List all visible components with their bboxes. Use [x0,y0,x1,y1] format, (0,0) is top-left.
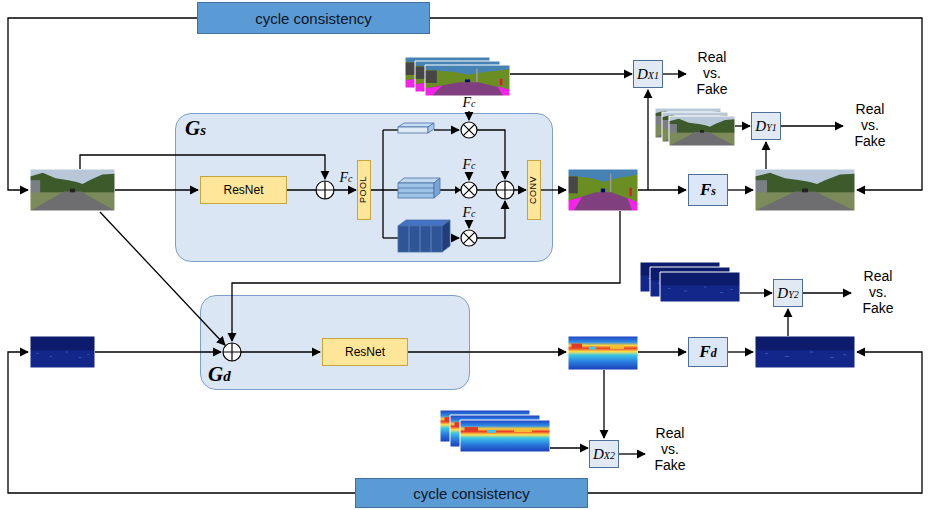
image-panels [425,65,510,96]
layer-text: CONV [529,176,539,204]
mapping-box: Fs [688,174,728,206]
label-holder: Fc [462,203,475,221]
output-label: Real vs. Fake [857,268,899,316]
cycle-band: cycle consistency [355,478,588,508]
image-panels [755,336,855,368]
label-holder: Fc [462,93,475,111]
image-panels [669,116,735,146]
image-panels [568,169,638,211]
generator-group: Gd ResNet [200,295,470,390]
flow-line [8,18,922,493]
box-text: Fd [699,342,716,362]
discriminator-box: DX1 [633,60,663,88]
image-panels [30,336,95,368]
box-text: DX2 [593,446,615,463]
function-label: Fc [462,95,475,111]
flow-line [728,189,753,190]
label-holder: Real vs. Fake [691,49,733,98]
output-label: Real vs. Fake [649,425,691,473]
block-text: ResNet [223,183,263,197]
flow-line [638,351,686,352]
box-text: DY2 [777,285,798,302]
label-holder: Real vs. Fake [857,268,899,317]
conv-layer: CONV [527,160,541,220]
label-holder: Real vs. Fake [649,425,691,474]
image-panels [30,57,855,452]
flow-line [765,142,766,169]
image-panels [568,336,638,370]
flow-line [740,292,772,293]
flow-line [735,125,750,126]
output-label: Real vs. Fake [849,101,891,149]
flow-line [550,447,588,448]
flow-line [787,309,788,336]
band-text: cycle consistency [255,10,372,27]
discriminator-box: DY2 [773,279,803,307]
image-panels [660,272,740,302]
flow-line [662,73,686,74]
flow-line [8,18,197,190]
discriminator-box: DY1 [751,112,781,140]
mapping-box: Fd [688,337,728,367]
block-text: ResNet [345,345,385,359]
resnet-block: ResNet [200,176,287,204]
flow-line [618,453,645,454]
group-title: Gs [185,116,206,141]
image-panels [460,420,550,452]
discriminator-box: DX2 [589,440,619,468]
output-label: Real vs. Fake [691,49,733,97]
cycle-band: cycle consistency [197,2,430,34]
box-text: DX1 [637,66,659,83]
function-label: Fc [462,157,475,173]
resnet-block: ResNet [322,338,408,366]
pool-layer: POOL [357,160,371,220]
box-text: Fs [700,180,716,200]
flow-line [780,125,843,126]
band-text: cycle consistency [413,485,530,502]
layer-text: POOL [359,176,369,203]
flow-line [728,351,753,352]
box-text: DY1 [755,118,776,135]
label-holder: Real vs. Fake [849,101,891,150]
flow-line [638,189,686,190]
flow-line [510,73,632,74]
function-label: Fc [339,170,352,186]
function-label: Fc [462,205,475,221]
image-panels [755,169,855,211]
label-holder: Fc [339,168,352,186]
generator-group: GsResNet POOL CONV [175,113,553,262]
group-title: Gd [208,362,231,387]
flow-line [603,370,604,438]
flow-line [802,292,851,293]
label-holder: Fc [462,155,475,173]
flow-line [647,90,648,190]
flow-line [588,352,922,493]
image-panels [30,169,115,211]
